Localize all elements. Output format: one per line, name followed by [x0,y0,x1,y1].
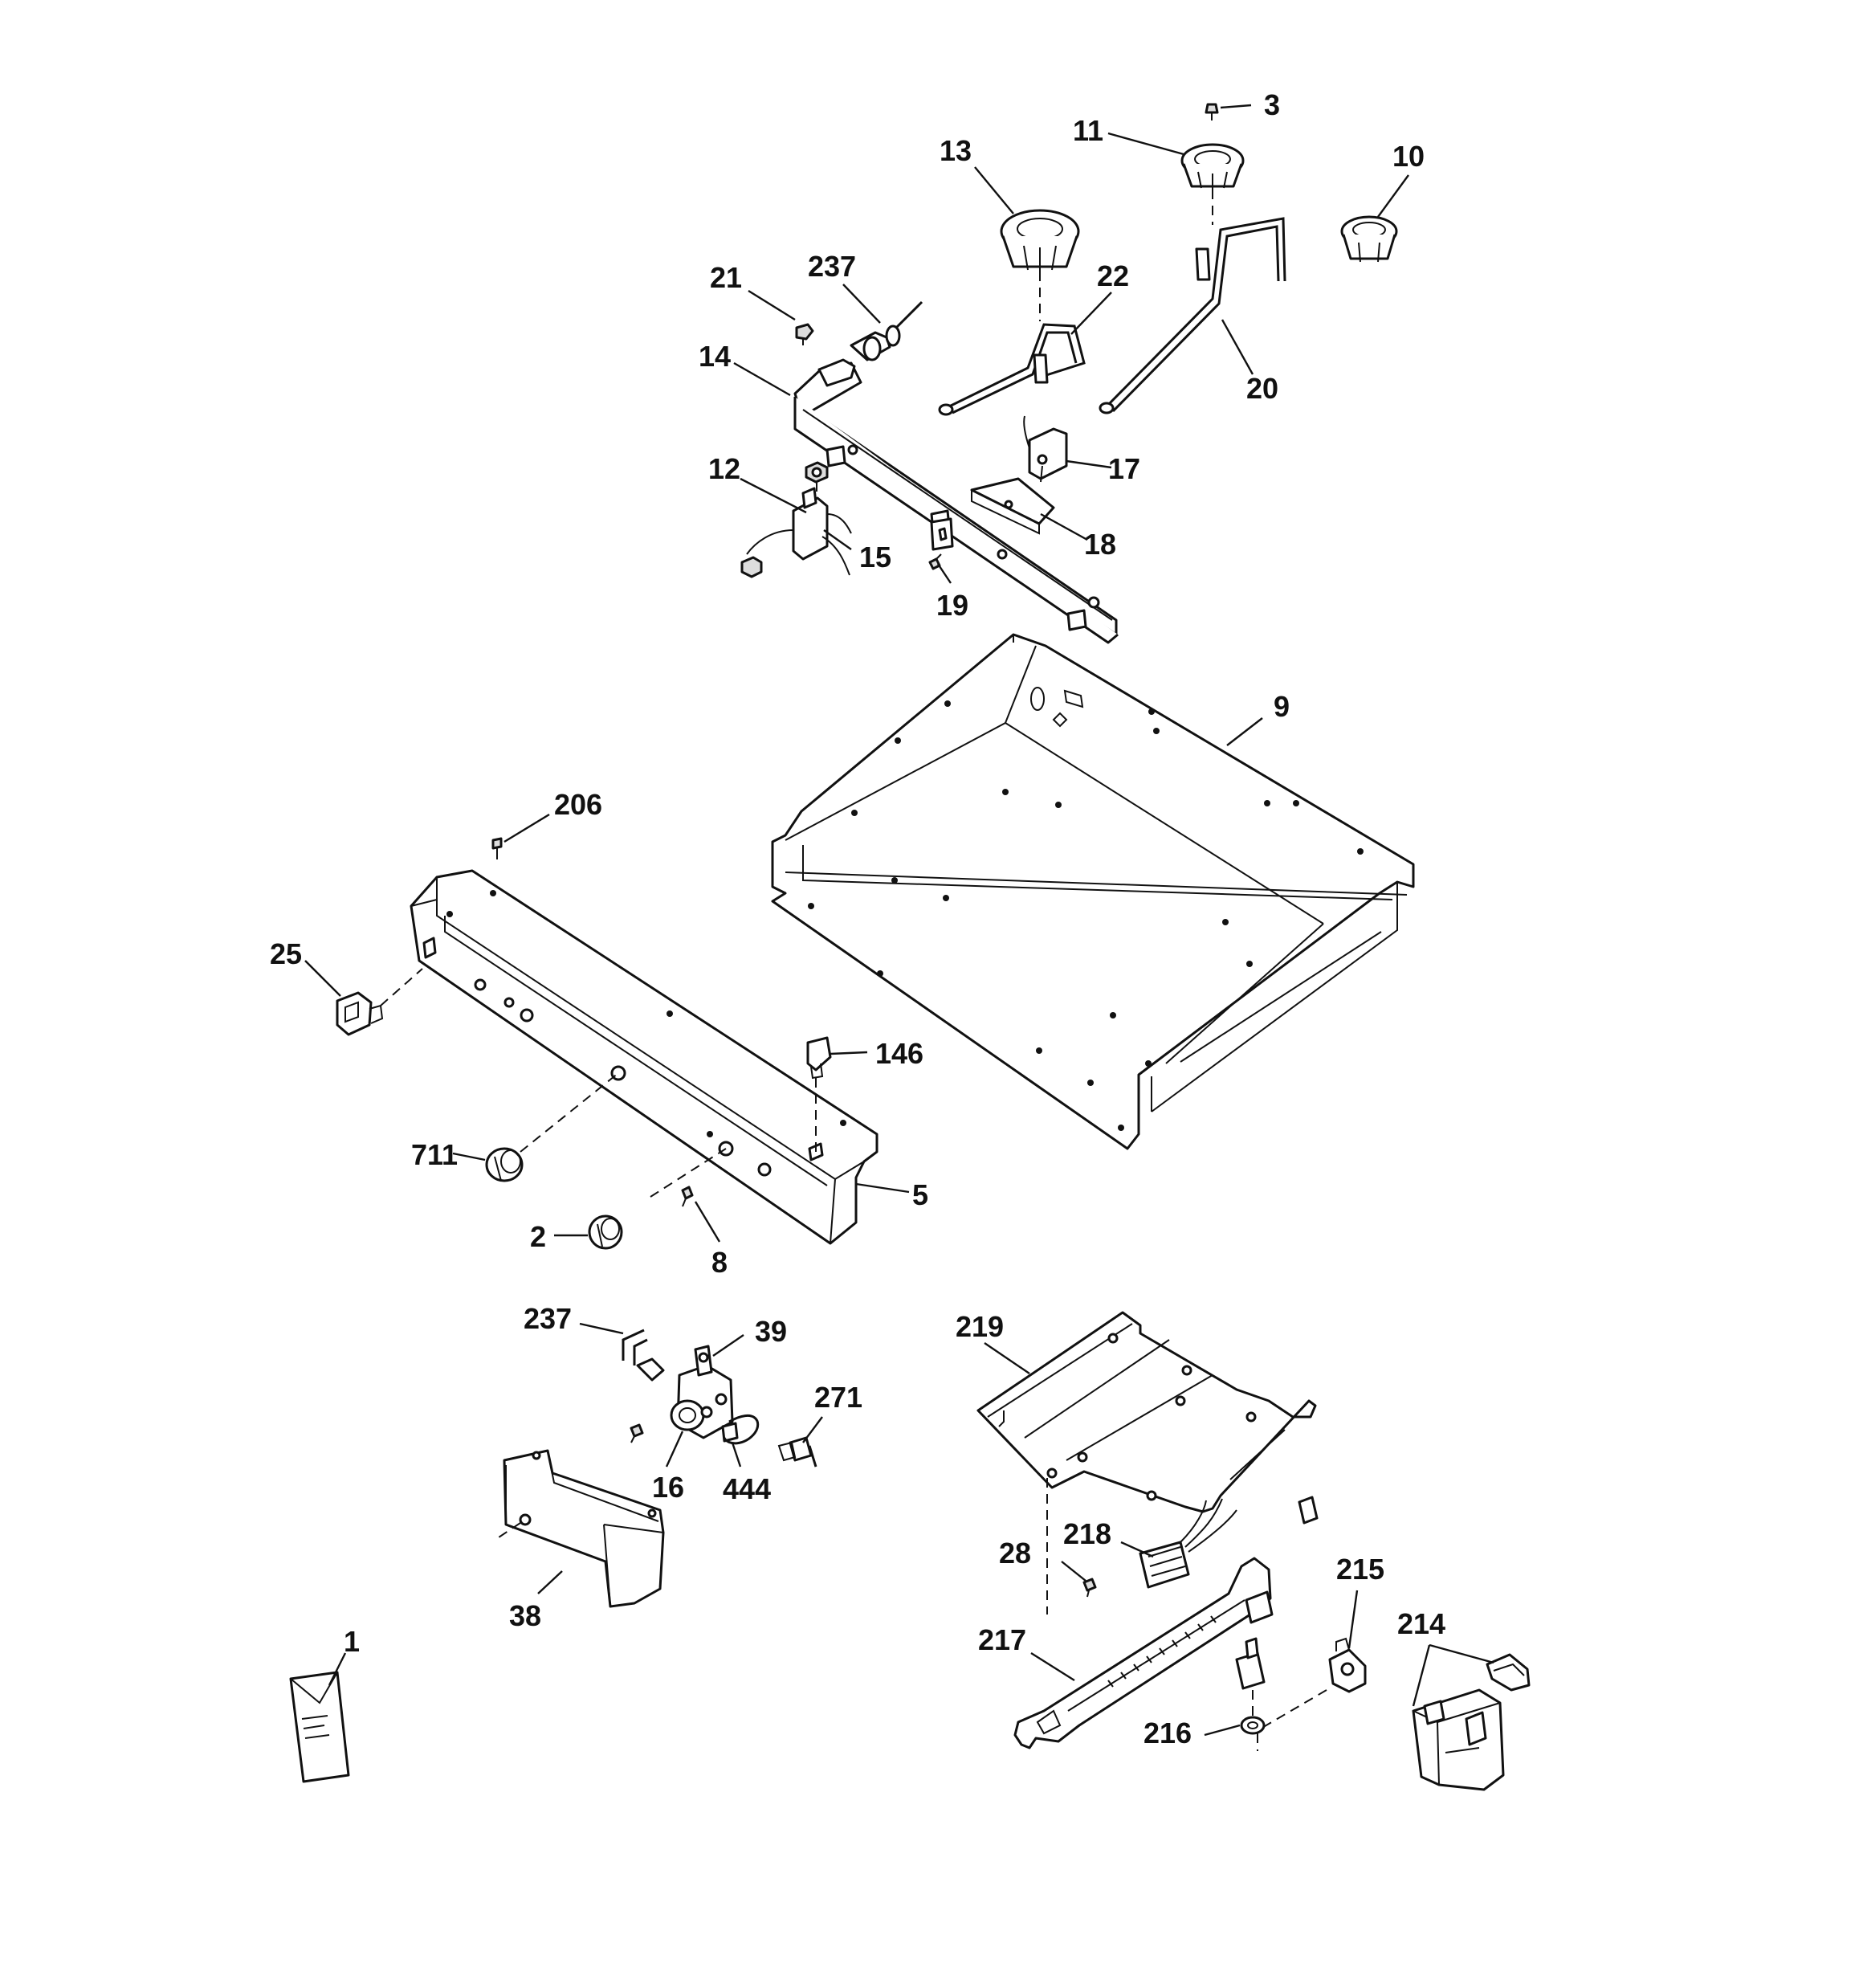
callout-28: 28 [999,1537,1031,1570]
part-216-grommet [1235,1637,1266,1751]
callout-16: 16 [652,1471,684,1504]
callout-19: 19 [936,589,968,622]
part-17-burner-bracket [1023,415,1068,483]
callout-217: 217 [978,1623,1026,1656]
part-711-knob [485,1072,619,1182]
part-2-knob [588,1148,727,1250]
callout-219: 219 [956,1310,1004,1343]
part-444-orifice-tube [723,1414,760,1445]
callout-10: 10 [1392,140,1425,173]
callout-1: 1 [344,1625,360,1658]
part-12-nut [805,461,829,498]
callout-12: 12 [708,452,740,485]
leader-lines [304,104,1494,1737]
callout-14: 14 [699,340,731,373]
callout-20: 20 [1246,372,1278,405]
callout-38: 38 [509,1599,541,1632]
callout-8: 8 [711,1246,728,1279]
callout-216: 216 [1143,1717,1192,1749]
callout-21: 21 [710,261,742,294]
callout-9: 9 [1274,690,1290,723]
part-28-screw [1082,1578,1097,1598]
callout-237-upper: 237 [808,250,856,283]
part-20-gas-tube [1099,217,1286,414]
part-39-gas-valve [670,1345,739,1443]
callout-711: 711 [411,1138,458,1171]
part-217-broil-burner [1013,1557,1274,1749]
part-9-burner-tray [771,633,1415,1150]
callout-444: 444 [723,1472,771,1505]
part-13-burner-head [1000,209,1080,321]
part-21-screw [795,323,814,345]
part-206-screw [491,837,503,859]
part-237-valve-fitting [850,300,923,361]
part-146-clip [806,1036,832,1152]
callout-3: 3 [1264,88,1280,121]
part-15-burner-bracket [740,487,852,578]
part-218-igniter [1139,1498,1237,1589]
part-10-burner-head [1340,215,1398,263]
part-271-orifice [777,1436,817,1468]
callout-214: 214 [1397,1607,1445,1640]
callout-18: 18 [1084,528,1116,561]
part-214-broil-igniter [1412,1653,1531,1791]
part-14-manifold [793,358,1119,644]
callout-39: 39 [755,1315,787,1348]
callout-218: 218 [1063,1517,1111,1550]
callout-237-lower: 237 [524,1302,572,1335]
callout-5: 5 [912,1178,928,1211]
callout-25: 25 [270,937,302,970]
callout-22: 22 [1097,259,1129,292]
part-3-screw [1205,103,1219,120]
part-16-screw [630,1423,644,1443]
part-215-bracket [1260,1496,1367,1729]
callout-11: 11 [1073,114,1103,147]
part-18-mounting-plate [970,477,1055,535]
callout-206: 206 [554,788,602,821]
callout-labels: 3 11 13 10 21 237 22 14 20 17 12 18 15 1… [270,88,1445,1749]
part-1-literature-envelope [289,1671,350,1783]
part-8-screw [681,1186,694,1207]
callout-146: 146 [875,1037,923,1070]
part-219-broiler-shield [976,1311,1317,1614]
callout-17: 17 [1108,452,1140,485]
part-11-burner-head [1180,143,1245,225]
part-22-gas-tube [938,323,1086,416]
callout-271: 271 [814,1381,862,1414]
callout-15: 15 [859,541,891,574]
part-25-clip [336,968,423,1036]
part-38-valve-cover [495,1449,665,1608]
part-237-valve-tube [622,1329,665,1382]
callout-2: 2 [530,1220,546,1253]
callout-13: 13 [940,134,972,167]
callout-215: 215 [1336,1553,1384,1586]
